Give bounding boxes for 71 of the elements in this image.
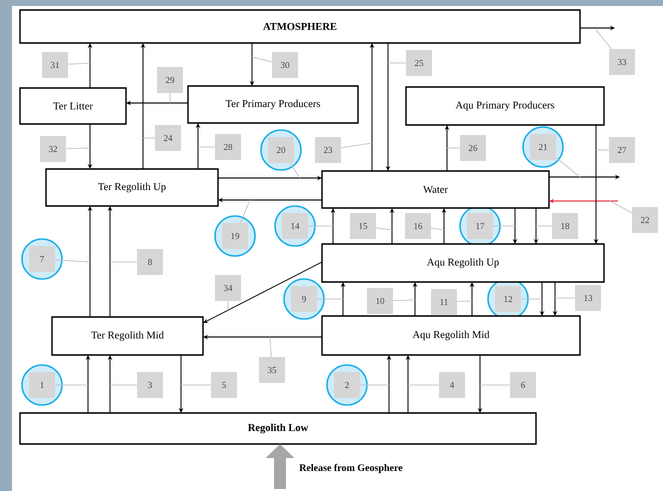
- compartment-box: Ter Litter: [19, 87, 127, 125]
- number-box: 22: [632, 207, 658, 233]
- number-box: 12: [495, 286, 521, 312]
- leader-line: [388, 62, 406, 64]
- number-box: 2: [334, 372, 360, 398]
- leader-line: [316, 298, 344, 300]
- number-box: 3: [137, 372, 163, 398]
- leader-line: [54, 384, 88, 386]
- number-box: 27: [609, 137, 635, 163]
- leader-line: [408, 384, 440, 386]
- number-box: 10: [367, 288, 393, 314]
- number-box: 26: [460, 135, 486, 161]
- number-box: 13: [575, 285, 601, 311]
- leader-line: [110, 384, 138, 386]
- number-box: 30: [272, 52, 298, 78]
- number-box: 17: [467, 213, 493, 239]
- number-box: 5: [211, 372, 237, 398]
- leader-line: [430, 228, 444, 230]
- leader-line: [66, 148, 90, 150]
- leader-line: [456, 300, 472, 302]
- leader-line: [556, 157, 580, 178]
- number-box: 28: [215, 134, 241, 160]
- compartment-box: Water: [321, 170, 550, 209]
- compartment-box: Ter Regolith Mid: [51, 316, 204, 356]
- number-box: 11: [431, 289, 457, 315]
- number-box: 18: [552, 213, 578, 239]
- leader-line: [54, 259, 90, 262]
- compartment-box: ATMOSPHERE: [19, 9, 581, 44]
- leader-line: [340, 142, 372, 148]
- compartment-box: Aqu Primary Producers: [405, 86, 605, 126]
- number-box: 14: [282, 213, 308, 239]
- edge-label: Release from Geosphere: [299, 464, 402, 474]
- leader-line: [252, 56, 272, 62]
- number-box: 15: [350, 213, 376, 239]
- compartment-box: Regolith Low: [19, 412, 537, 445]
- compartment-box: Ter Regolith Up: [45, 168, 219, 207]
- number-box: 23: [315, 137, 341, 163]
- leader-line: [610, 200, 632, 214]
- leader-line: [68, 62, 90, 65]
- leader-line: [198, 146, 216, 148]
- number-box: 1: [29, 372, 55, 398]
- number-box: 32: [40, 136, 66, 162]
- number-box: 24: [155, 125, 181, 151]
- leader-line: [480, 384, 510, 386]
- leader-line: [392, 300, 416, 302]
- number-box: 35: [259, 357, 285, 383]
- number-box: 31: [42, 52, 68, 78]
- compartment-box: Aqu Regolith Mid: [321, 315, 581, 356]
- number-box: 21: [530, 134, 556, 160]
- number-box: 8: [137, 249, 163, 275]
- number-box: 20: [268, 137, 294, 163]
- leader-line: [180, 384, 212, 386]
- compartment-box: Aqu Regolith Up: [321, 243, 605, 283]
- number-box: 29: [157, 67, 183, 93]
- number-box: 34: [215, 275, 241, 301]
- number-box: 16: [405, 213, 431, 239]
- number-box: 19: [222, 223, 248, 249]
- leader-line: [360, 384, 390, 386]
- number-box: 25: [406, 50, 432, 76]
- leader-line: [376, 227, 392, 230]
- leader-line: [520, 298, 542, 300]
- compartment-box: Ter Primary Producers: [187, 85, 359, 124]
- leader-line: [270, 336, 272, 358]
- number-box: 7: [29, 246, 55, 272]
- leader-line: [290, 162, 300, 178]
- number-box: 4: [439, 372, 465, 398]
- number-box: 6: [510, 372, 536, 398]
- leader-line: [596, 30, 612, 50]
- number-box: 33: [609, 49, 635, 75]
- number-box: 9: [291, 286, 317, 312]
- leader-line: [240, 200, 250, 224]
